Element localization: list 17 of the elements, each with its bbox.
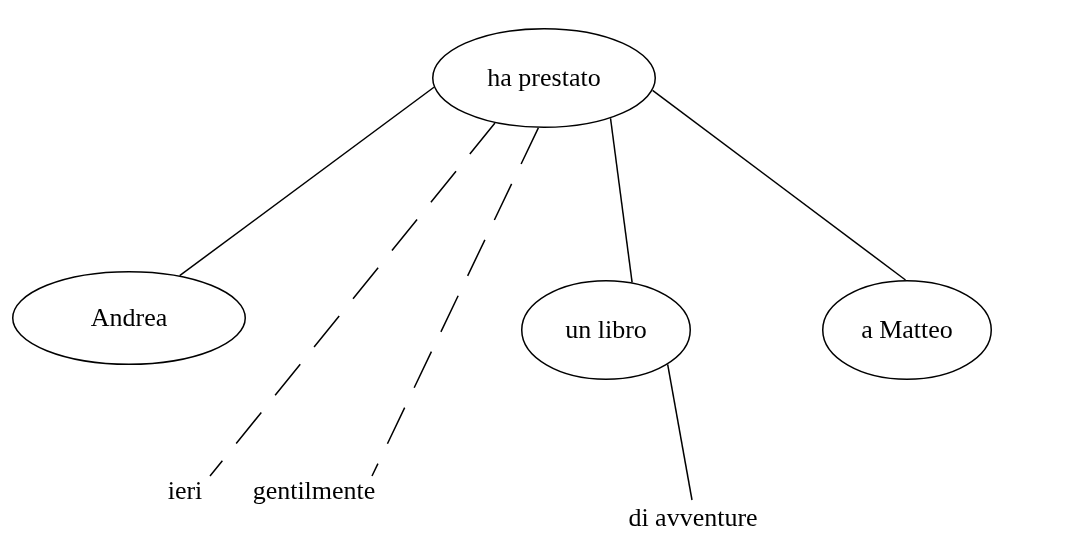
- connector-line: [178, 86, 435, 277]
- dashed-line: [209, 122, 496, 477]
- node-label: ha prestato: [487, 63, 601, 93]
- ellipse-node: [432, 28, 656, 128]
- node-label: ieri: [167, 476, 203, 506]
- ellipse-node: [822, 280, 992, 380]
- dashed-line: [371, 127, 540, 477]
- connector-line: [609, 117, 633, 284]
- node-label: di avventure: [628, 503, 758, 533]
- connector-line: [666, 363, 693, 501]
- ellipse-node: [12, 271, 246, 365]
- node-label: Andrea: [90, 303, 168, 333]
- node-label: a Matteo: [861, 315, 953, 345]
- connector-line: [651, 89, 907, 281]
- node-label: un libro: [565, 315, 647, 345]
- node-label: gentilmente: [252, 476, 376, 506]
- ellipse-node: [521, 280, 691, 380]
